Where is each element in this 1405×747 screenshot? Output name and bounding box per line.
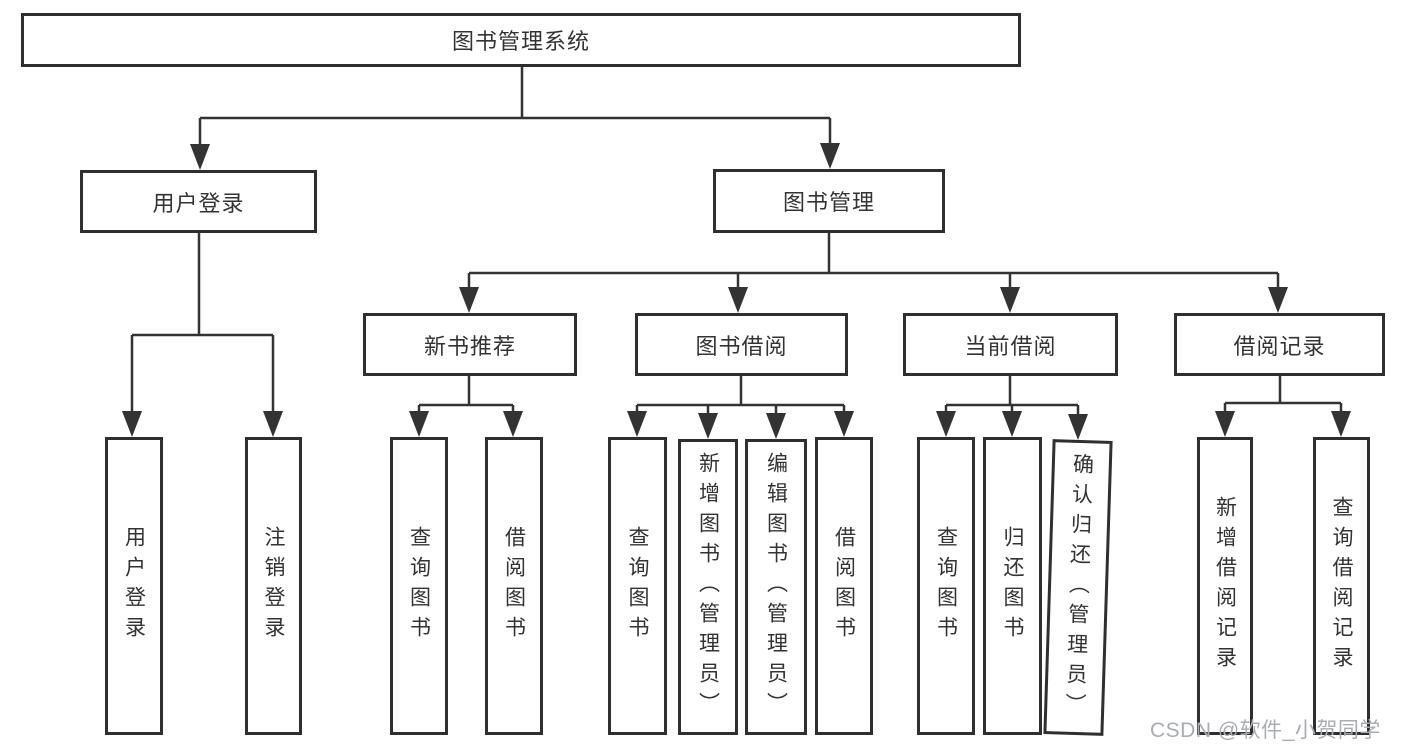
leaf-user-login: 用户登录 (105, 437, 163, 735)
arrowhead-icon (409, 411, 429, 437)
node-label: 借阅图书 (832, 526, 856, 646)
node-label: 图书管理系统 (451, 29, 590, 54)
leaf-borrow-books: 借阅图书 (815, 437, 873, 735)
node-label: 新增借阅记录 (1213, 496, 1237, 676)
arrowhead-icon (122, 411, 142, 437)
leaf-borrow-books: 借阅图书 (485, 437, 543, 735)
node-label: 查询借阅记录 (1330, 496, 1354, 676)
arrowhead-icon (1215, 411, 1235, 437)
node-label: 用户登录 (152, 190, 245, 216)
arrowhead-icon (936, 411, 956, 437)
arrowhead-icon (503, 411, 523, 437)
node-book-borrowing: 图书借阅 (635, 313, 848, 376)
arrowhead-icon (627, 411, 647, 437)
arrowhead-icon (766, 413, 786, 439)
arrowhead-icon (1068, 414, 1088, 440)
connector-lines (130, 67, 1343, 419)
leaf-query-borrow-record: 查询借阅记录 (1313, 437, 1370, 735)
node-user-login: 用户登录 (80, 170, 317, 233)
node-label: 新书推荐 (423, 333, 516, 359)
node-current-borrowing: 当前借阅 (903, 313, 1118, 376)
node-label: 编辑图书（管理员） (764, 452, 788, 722)
arrowhead-icon (1002, 411, 1022, 437)
arrowhead-icon (1331, 411, 1351, 437)
node-label: 借阅图书 (502, 526, 526, 646)
node-label: 确认归还（管理员） (1062, 452, 1094, 723)
leaf-add-borrow-record: 新增借阅记录 (1197, 437, 1253, 735)
leaf-query-books: 查询图书 (917, 437, 975, 735)
arrowheads-group (122, 143, 1351, 440)
leaf-logout: 注销登录 (245, 437, 302, 735)
node-label: 借阅记录 (1233, 333, 1326, 359)
node-borrowing-records: 借阅记录 (1174, 313, 1385, 376)
arrowhead-icon (834, 411, 854, 437)
node-label: 注销登录 (262, 526, 286, 646)
node-label: 用户登录 (122, 526, 146, 646)
node-label: 图书管理 (782, 190, 875, 215)
arrowhead-icon (459, 287, 479, 313)
leaf-confirm-return-admin: 确认归还（管理员） (1043, 439, 1113, 736)
arrowhead-icon (820, 143, 840, 169)
leaf-add-books-admin: 新增图书（管理员） (678, 439, 738, 735)
node-library-management-system: 图书管理系统 (21, 13, 1021, 67)
node-label: 查询图书 (407, 526, 431, 646)
arrowhead-icon (1268, 287, 1288, 313)
node-book-management: 图书管理 (713, 169, 945, 233)
csdn-watermark: CSDN @软件_小贺同学 (1150, 719, 1381, 742)
node-new-book-recommendation: 新书推荐 (363, 313, 577, 376)
arrowhead-icon (698, 413, 718, 439)
node-label: 图书借阅 (695, 333, 788, 359)
node-label: 归还图书 (1001, 526, 1025, 646)
leaf-query-books: 查询图书 (608, 437, 667, 735)
node-label: 查询图书 (626, 526, 650, 646)
arrowhead-icon (263, 411, 283, 437)
node-label: 查询图书 (934, 526, 958, 646)
node-label: 当前借阅 (964, 333, 1057, 359)
node-label: 新增图书（管理员） (696, 452, 720, 722)
arrowhead-icon (190, 144, 210, 170)
arrowhead-icon (1000, 287, 1020, 313)
leaf-query-books: 查询图书 (390, 437, 448, 735)
leaf-return-books: 归还图书 (983, 437, 1042, 735)
leaf-edit-books-admin: 编辑图书（管理员） (745, 439, 807, 735)
arrowhead-icon (728, 287, 748, 313)
